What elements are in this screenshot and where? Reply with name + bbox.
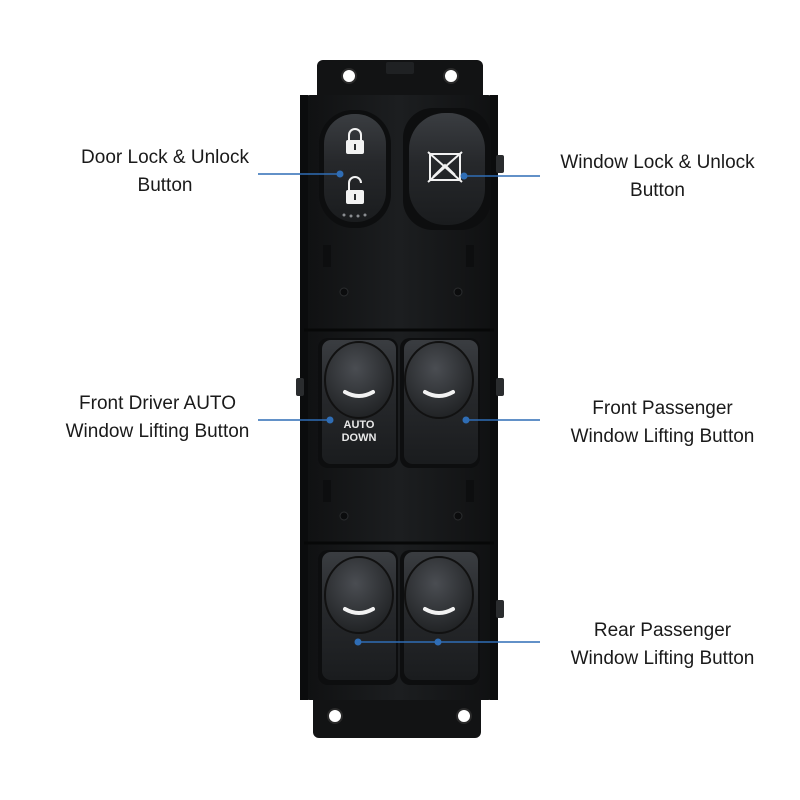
unlock-icon [346,176,364,204]
side-clip [296,378,304,396]
callout-line: Window Lock & Unlock [560,152,755,173]
mounting-hole [456,708,472,724]
window-up-arc-icon [423,390,455,398]
window-lock-unlock-button[interactable] [403,108,491,230]
side-clip [496,600,504,618]
molded-detail [466,245,474,267]
callout-line: Rear Passenger [593,620,732,641]
callout-line: Button [630,180,685,201]
indicator-dots [342,213,367,218]
window-up-arc-icon [343,390,375,398]
switch-panel-body [296,60,504,738]
molded-detail [323,480,331,502]
auto-down-text-line2: DOWN [342,432,377,444]
callout-line: Front Driver AUTO [79,393,236,414]
window-lock-icon [427,151,463,183]
callout-front-passenger: Front Passenger Window Lifting Button [535,395,790,451]
panel-edge-right [490,95,498,700]
mounting-hole [341,68,357,84]
leader-dot [460,172,468,180]
panel-edge-left [300,95,308,700]
leader-dot [462,416,470,424]
leader-dot [336,170,344,178]
callout-line: Front Passenger [592,398,733,419]
leader-lines [258,170,540,646]
side-clip [496,155,504,173]
door-lock-unlock-button[interactable] [319,110,391,228]
callout-line: Window Lifting Button [570,648,755,669]
front-passenger-window-button[interactable] [400,338,480,468]
leader-dot [326,416,334,424]
callout-front-driver-auto: Front Driver AUTO Window Lifting Button [30,390,285,446]
window-up-arc-icon [343,607,375,615]
callout-line: Window Lifting Button [65,421,250,442]
molded-detail [339,511,349,521]
molded-detail [323,245,331,267]
window-up-arc-icon [423,607,455,615]
side-clip [496,378,504,396]
molded-detail [339,287,349,297]
rear-right-window-button[interactable] [400,550,480,685]
panel-frame [300,95,498,700]
callout-line: Door Lock & Unlock [81,147,249,168]
callout-door-lock-unlock: Door Lock & Unlock Button [40,144,290,200]
mounting-hole [443,68,459,84]
auto-down-text-line1: AUTO [344,419,375,431]
molded-detail [453,511,463,521]
front-driver-auto-window-button[interactable]: AUTO DOWN [318,338,398,468]
molded-detail [453,287,463,297]
callout-rear-passenger: Rear Passenger Window Lifting Button [535,617,790,673]
mounting-hole [327,708,343,724]
callout-window-lock-unlock: Window Lock & Unlock Button [530,149,785,205]
molded-detail [466,480,474,502]
callout-line: Button [137,175,193,196]
leader-dot [434,638,442,646]
top-mounting-tab [317,60,483,104]
bottom-mounting-tab [313,690,481,738]
callout-line: Window Lifting Button [570,426,755,447]
lock-icon [346,128,364,154]
rear-left-window-button[interactable] [318,550,398,685]
tab-slot [386,62,414,74]
leader-dot [354,638,362,646]
